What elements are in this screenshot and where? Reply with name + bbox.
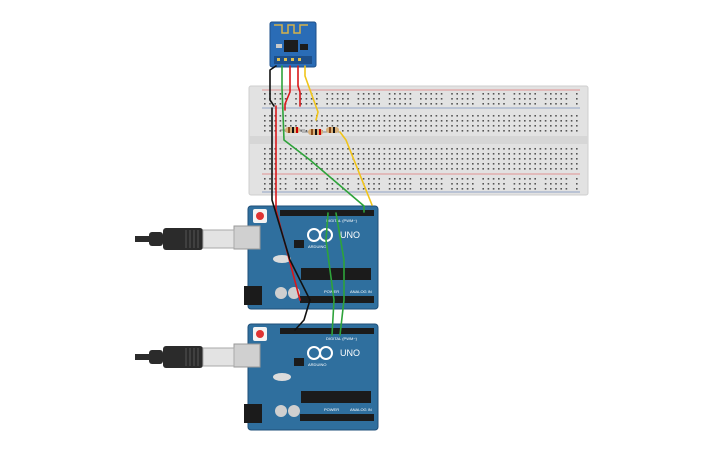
wire-black[interactable] <box>294 299 311 331</box>
wire-black[interactable] <box>269 65 277 107</box>
power-label: POWER <box>324 407 339 412</box>
usb-cable-top[interactable] <box>135 228 235 250</box>
digital-label: DIGITAL (PWM~) <box>326 218 358 223</box>
arduino-uno-bottom[interactable]: DIGITAL (PWM~) UNO ARDUINO POWER ANALOG … <box>233 323 379 431</box>
analog-label: ANALOG IN <box>350 407 372 412</box>
wire-green[interactable] <box>281 65 365 207</box>
digital-label: DIGITAL (PWM~) <box>326 336 358 341</box>
board-model: UNO <box>340 230 360 240</box>
wire-yellow[interactable] <box>304 65 319 121</box>
analog-label: ANALOG IN <box>350 289 372 294</box>
resistor[interactable] <box>302 127 340 135</box>
board-brand: ARDUINO <box>308 244 326 249</box>
board-model: UNO <box>340 348 360 358</box>
esp-wifi-module[interactable] <box>269 21 317 68</box>
wire-black[interactable] <box>271 107 311 301</box>
board-brand: ARDUINO <box>308 362 326 367</box>
wire-red[interactable] <box>297 65 301 107</box>
usb-cable-bottom[interactable] <box>135 346 235 368</box>
wire-yellow[interactable] <box>339 131 373 206</box>
wire-green[interactable] <box>335 212 345 336</box>
wire-red[interactable] <box>284 65 291 111</box>
wire-red[interactable] <box>275 105 301 301</box>
wire-green[interactable] <box>325 212 335 336</box>
arduino-uno-top[interactable]: DIGITAL (PWM~) UNO ARDUINO POWER ANALOG … <box>233 205 379 310</box>
power-label: POWER <box>324 289 339 294</box>
